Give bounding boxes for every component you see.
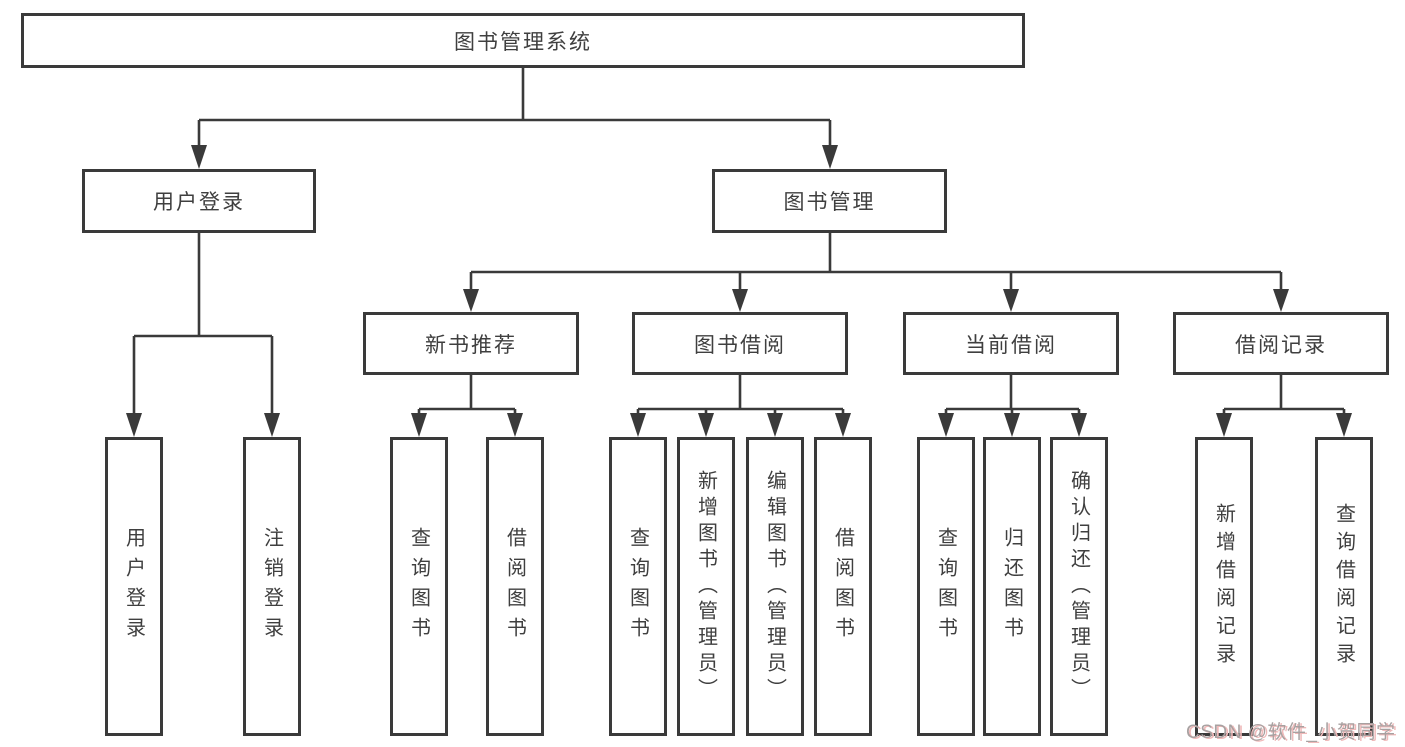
leaf-query-books-borrow: 查询图书	[609, 437, 667, 736]
leaf-borrow-books-recommend: 借阅图书	[486, 437, 544, 736]
leaf-confirm-return-admin: 确认归还（管理员）	[1050, 437, 1108, 736]
leaf-query-borrow-record: 查询借阅记录	[1315, 437, 1373, 736]
node-user-login: 用户登录	[82, 169, 316, 233]
leaf-user-login: 用户登录	[105, 437, 163, 736]
node-library-management-system: 图书管理系统	[21, 13, 1025, 68]
leaf-borrow-books: 借阅图书	[814, 437, 872, 736]
node-new-book-recommend: 新书推荐	[363, 312, 579, 375]
leaf-return-books: 归还图书	[983, 437, 1041, 736]
leaf-logout: 注销登录	[243, 437, 301, 736]
node-book-management: 图书管理	[712, 169, 947, 233]
leaf-edit-books-admin: 编辑图书（管理员）	[746, 437, 804, 736]
leaf-add-borrow-record: 新增借阅记录	[1195, 437, 1253, 736]
leaf-add-books-admin: 新增图书（管理员）	[677, 437, 735, 736]
node-book-borrow: 图书借阅	[632, 312, 848, 375]
leaf-query-books-recommend: 查询图书	[390, 437, 448, 736]
node-current-borrow: 当前借阅	[903, 312, 1119, 375]
arrowhead-icons	[126, 145, 1352, 437]
node-borrow-records: 借阅记录	[1173, 312, 1389, 375]
csdn-watermark: CSDN @软件_小贺同学	[1186, 722, 1396, 743]
leaf-query-books-current: 查询图书	[917, 437, 975, 736]
